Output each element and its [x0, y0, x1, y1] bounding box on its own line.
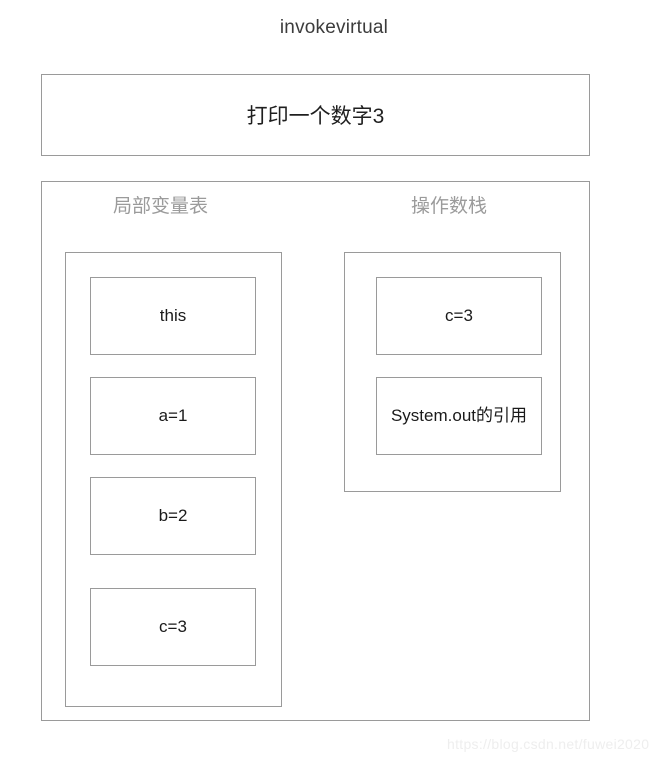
local-slot-label: this	[159, 305, 187, 325]
local-slot-label: b=2	[158, 505, 188, 525]
local-variable-table-caption: 局部变量表	[113, 196, 209, 217]
local-slot: c=3	[90, 588, 256, 666]
local-slot: this	[90, 277, 256, 355]
stack-slot-label: c=3	[445, 305, 473, 325]
local-slot-label: c=3	[159, 616, 187, 636]
local-slot: b=2	[90, 477, 256, 555]
watermark: https://blog.csdn.net/fuwei2020	[447, 736, 650, 752]
stack-slot-label: System.out的引用	[390, 406, 528, 426]
local-slot-label: a=1	[158, 405, 188, 425]
banner-text: 打印一个数字3	[246, 105, 385, 128]
local-slot: a=1	[90, 377, 256, 455]
banner-box: 打印一个数字3	[41, 74, 590, 156]
stack-slot: System.out的引用	[376, 377, 542, 455]
page-title: invokevirtual	[279, 17, 389, 38]
operand-stack-caption: 操作数栈	[411, 196, 488, 217]
stack-slot: c=3	[376, 277, 542, 355]
